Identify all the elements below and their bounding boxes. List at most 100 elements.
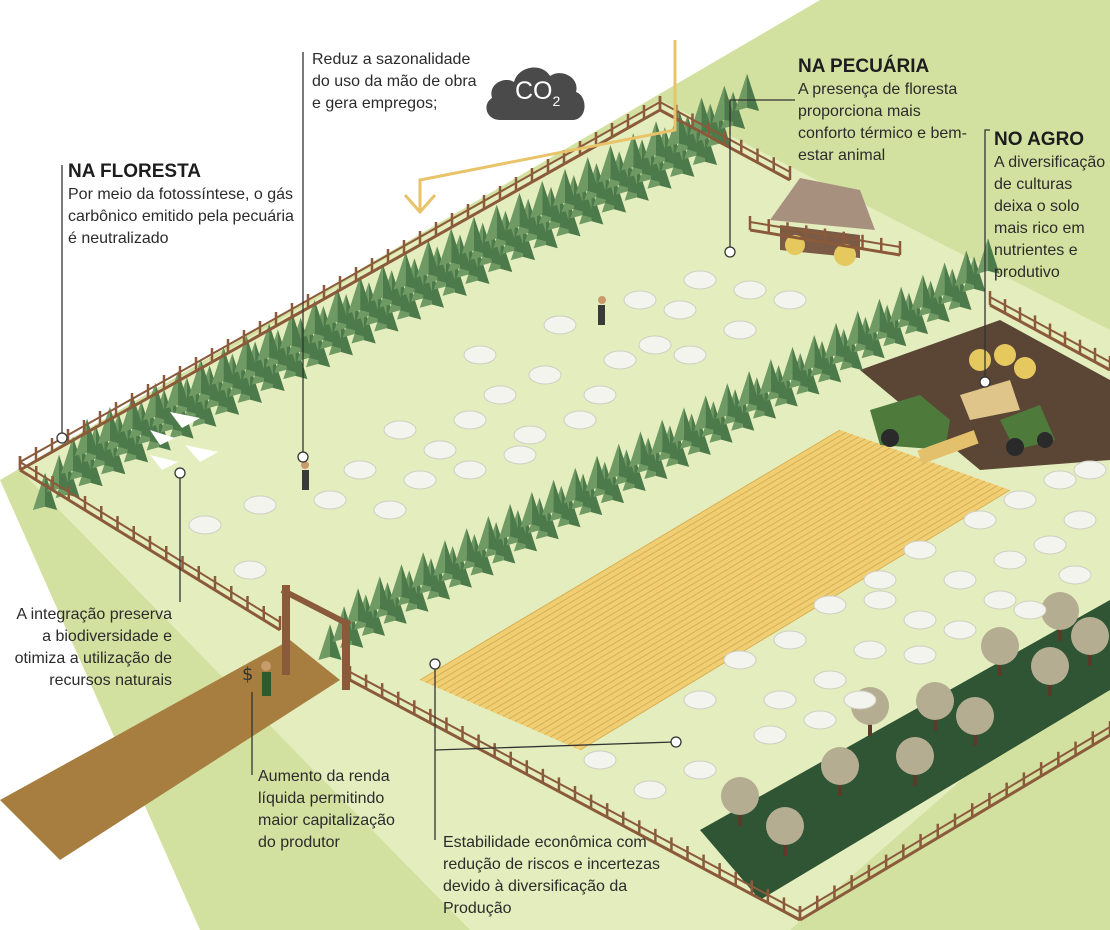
callout-estabilidade-text: Estabilidade econômica com redução de ri…: [443, 834, 660, 917]
hay-bales: [969, 344, 1036, 379]
cow: [463, 345, 497, 365]
pine-tree-light: [575, 156, 588, 195]
round-tree-crown: [896, 737, 934, 775]
pine-tree-dark: [673, 133, 686, 171]
cow: [583, 750, 617, 770]
marker-sazonalidade: [297, 451, 309, 463]
pine-tree-dark: [452, 545, 465, 582]
pine-tree-dark: [482, 539, 494, 576]
pine-tree-dark: [416, 576, 429, 612]
pine-tree-dark: [873, 322, 885, 359]
pine-tree-light: [165, 371, 179, 409]
pine-tree-light: [889, 286, 902, 323]
crop-row: [484, 454, 910, 709]
pine-tree-dark: [894, 310, 907, 347]
crop-row: [455, 442, 879, 696]
crop-row: [496, 458, 923, 715]
pine-tree-light: [433, 540, 445, 576]
cow: [903, 645, 937, 665]
cow: [313, 490, 347, 510]
cow: [663, 300, 697, 320]
pine-tree-dark: [444, 540, 457, 576]
crop-row: [502, 460, 929, 717]
pine-tree-dark: [857, 310, 870, 347]
pine-tree-light: [621, 133, 634, 171]
pine-tree-dark: [988, 238, 1000, 274]
pine-tree-light: [628, 431, 641, 468]
crop-row: [579, 489, 1011, 751]
cow: [563, 410, 597, 430]
cow: [543, 315, 577, 335]
cow: [583, 385, 617, 405]
marker-integracao: [174, 467, 186, 479]
pine-tree-dark: [118, 412, 131, 451]
pine-tree-dark: [505, 210, 518, 248]
pine-tree-dark: [778, 364, 791, 401]
barn: [770, 178, 875, 266]
pine-tree-light: [368, 576, 380, 612]
pine-tree-dark: [829, 346, 842, 383]
pine-tree-light: [143, 382, 156, 421]
cow: [453, 460, 487, 480]
cow: [813, 595, 847, 615]
pine-tree-light: [824, 322, 836, 359]
pine-tree-light: [666, 109, 679, 147]
pine-tree-dark: [865, 316, 877, 353]
pine-tree-dark: [496, 204, 509, 242]
pine-tree-light: [672, 407, 684, 443]
cow: [773, 290, 807, 310]
cow: [1073, 460, 1107, 480]
marker-estabilidade-crop: [429, 658, 441, 670]
cattle-herd: [188, 270, 1107, 800]
pine-tree-light: [846, 310, 858, 347]
pine-tree-dark: [451, 228, 464, 266]
crop-row: [419, 429, 841, 681]
callout-floresta-text: Por meio da fotossíntese, o gás carbônic…: [68, 186, 294, 247]
pine-tree-light: [325, 287, 338, 326]
pine-tree-dark: [786, 370, 798, 407]
pine-tree-dark: [908, 292, 921, 329]
pine-tree-dark: [612, 467, 624, 504]
pine-tree-dark: [164, 389, 177, 427]
co2-flow-arrow: [418, 40, 677, 210]
crop-row: [561, 482, 992, 743]
pine-tree-light: [759, 358, 771, 395]
pine-tree-dark: [346, 293, 359, 332]
pine-tree-dark: [365, 594, 378, 630]
pine-tree-dark: [269, 323, 282, 361]
pine-tree-light: [715, 383, 728, 419]
pine-tree-light: [737, 371, 750, 407]
pine-tree-dark: [705, 395, 718, 431]
tractor-with-trailer: [960, 380, 1055, 456]
pine-tree-dark: [373, 600, 385, 636]
pine-tree-light: [520, 491, 532, 528]
pine-tree-light: [97, 406, 110, 445]
pine-tree-dark: [547, 503, 559, 540]
crop-field-base: [420, 430, 1010, 750]
pine-tree-dark: [460, 551, 472, 588]
co2-label: CO2: [515, 77, 561, 109]
cow: [188, 515, 222, 535]
callout-estabilidade: Estabilidade econômica com redução de ri…: [443, 832, 663, 920]
pine-tree-dark: [550, 186, 564, 225]
round-tree-crown: [766, 807, 804, 845]
pine-tree-light: [348, 275, 361, 314]
pine-tree-dark: [887, 304, 899, 341]
pine-tree-dark: [596, 455, 609, 492]
pine-tree-light: [585, 455, 597, 492]
pine-tree-dark: [525, 515, 538, 552]
pine-tree-dark: [564, 168, 578, 207]
pine-tree-dark: [482, 222, 495, 260]
pine-tree-light: [234, 335, 247, 373]
pine-tree-light: [643, 121, 656, 159]
svg-text:$: $: [242, 664, 253, 685]
pine-tree-dark: [517, 509, 530, 546]
pine-tree-dark: [633, 133, 646, 171]
crop-row: [461, 445, 885, 699]
pine-tree-dark: [474, 533, 486, 570]
cow: [813, 670, 847, 690]
pine-tree-dark: [496, 521, 508, 558]
pine-tree-dark: [843, 328, 856, 365]
crop-row: [443, 438, 866, 691]
pine-tree-dark: [930, 280, 943, 317]
